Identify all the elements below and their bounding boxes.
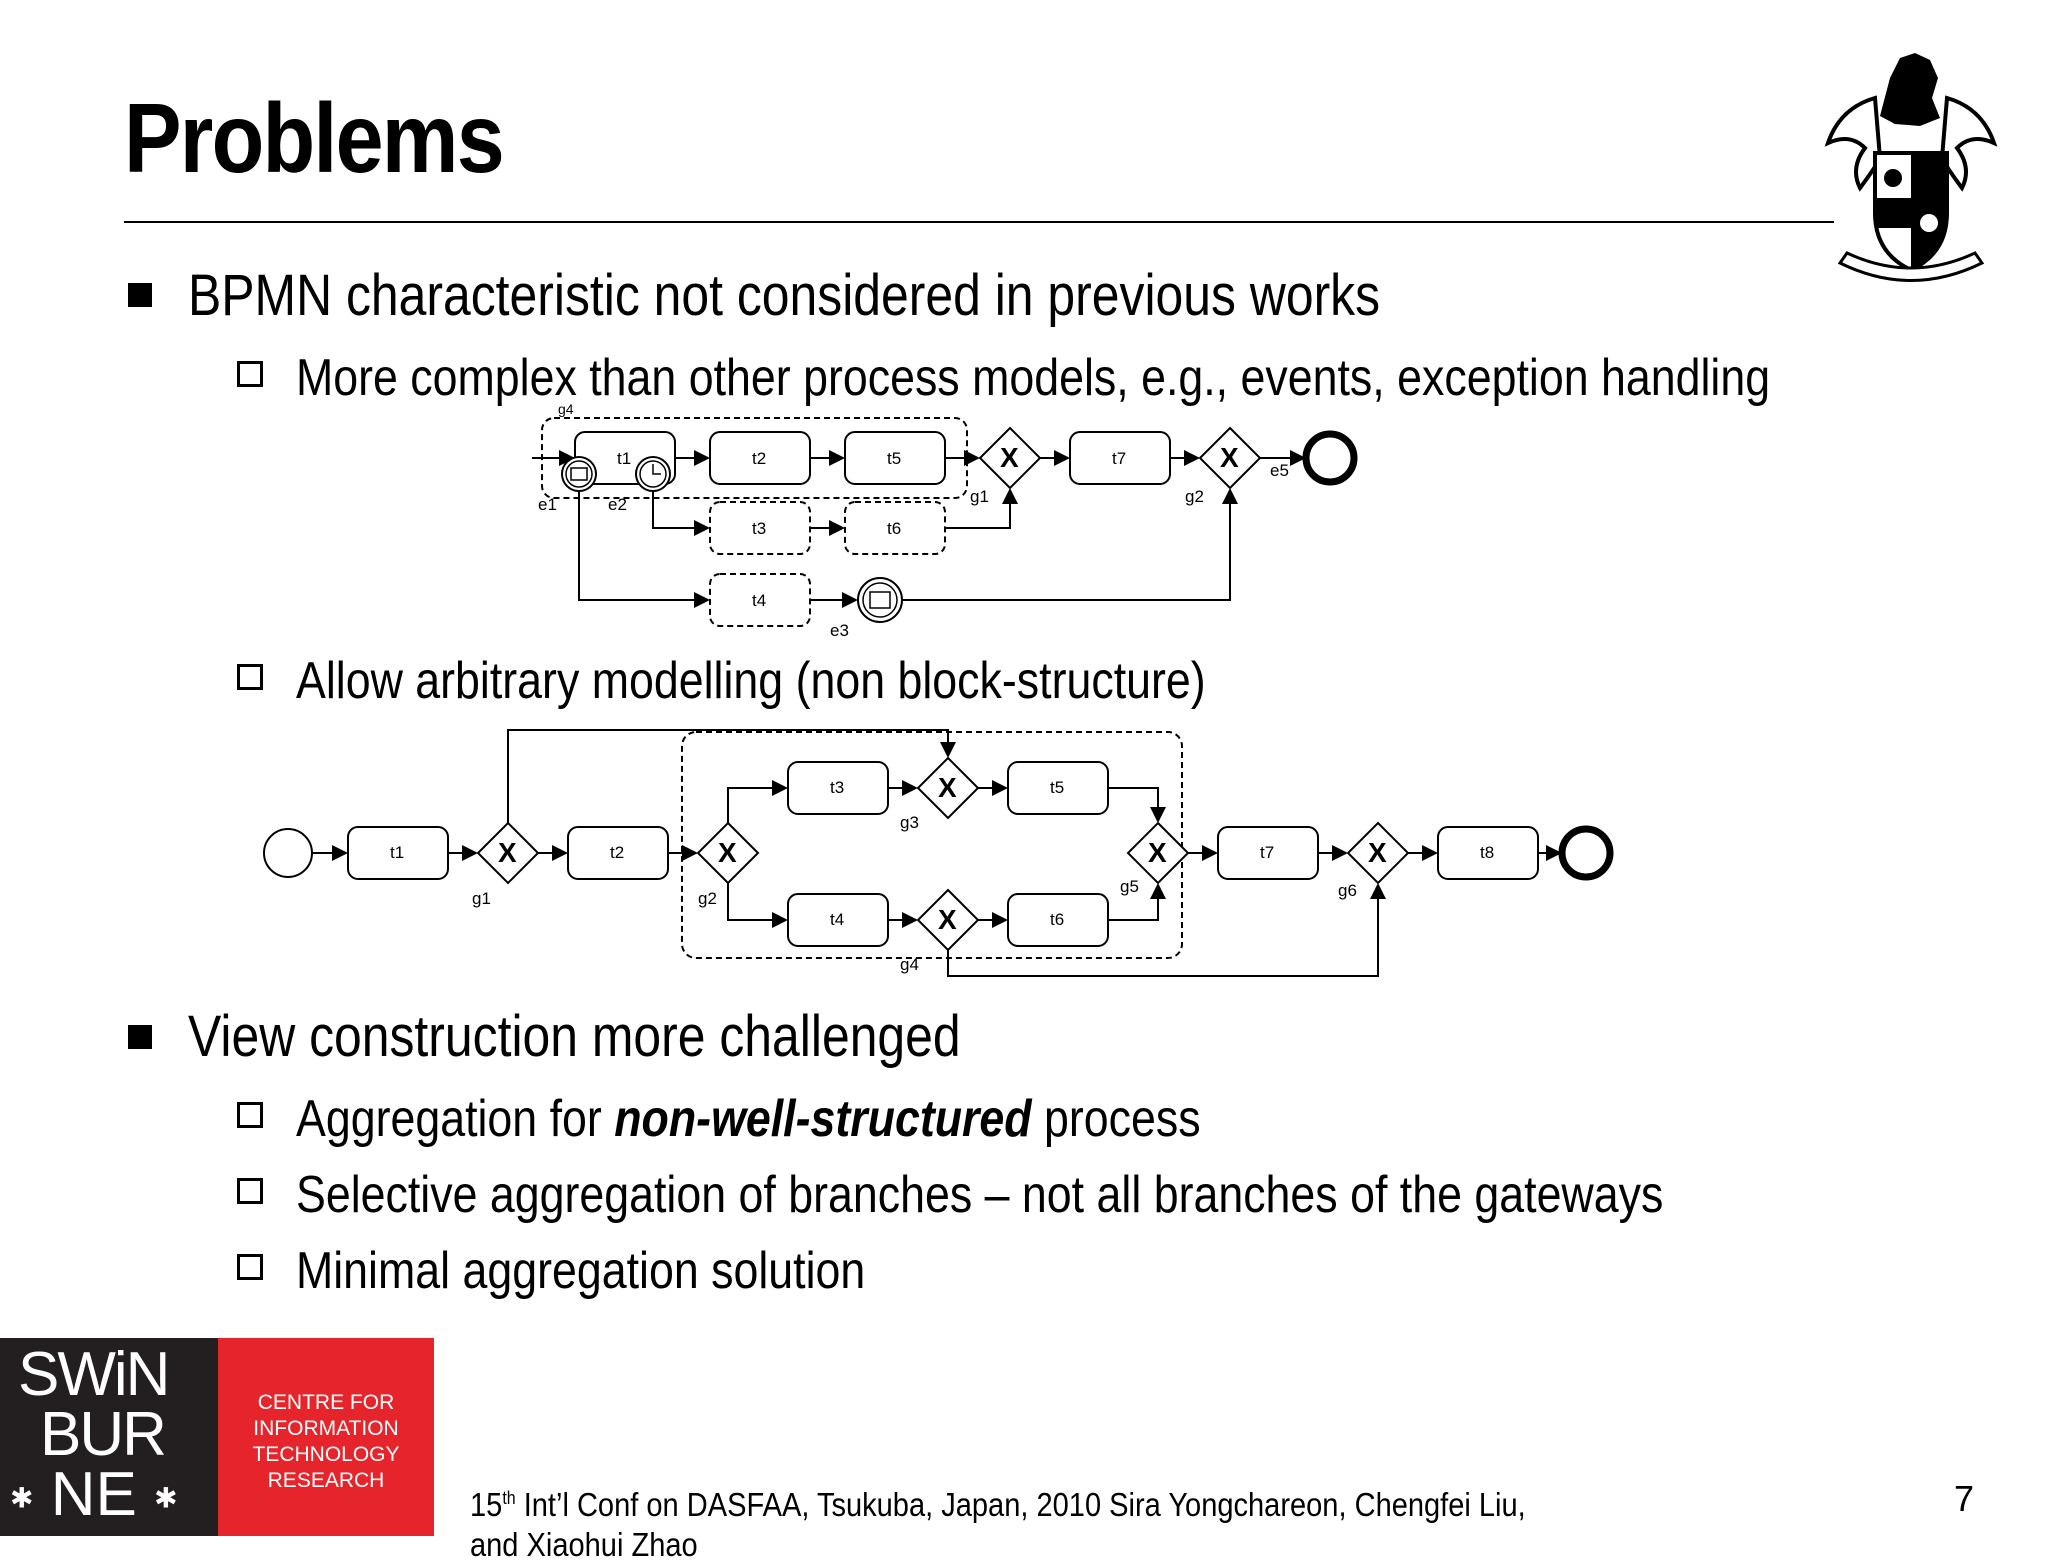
task-t4: t4 [787,893,889,947]
bullet-marker [128,283,152,307]
svg-text:t7: t7 [1260,843,1274,862]
task-t7: t7 [1069,431,1171,485]
task-t4: t4 [709,573,811,627]
svg-text:t4: t4 [830,910,844,929]
svg-text:t3: t3 [752,519,766,538]
gateway-g4: Xg4 [900,888,980,974]
gateway-g6: Xg6 [1338,821,1410,900]
svg-text:t3: t3 [830,778,844,797]
sub-bullet-marker [237,361,263,387]
task-t8: t8 [1437,826,1539,880]
svg-text:X: X [718,837,737,868]
svg-text:e1: e1 [538,495,557,514]
svg-text:X: X [938,904,957,935]
svg-text:t1: t1 [390,843,404,862]
event-e1: e1 [538,456,597,514]
task-t6: t6 [844,501,946,555]
svg-text:g3: g3 [900,813,919,832]
sub-bullet-marker [237,1254,263,1280]
sub-bullet-marker [237,1178,263,1204]
gateway-g1: Xg1 [472,821,540,908]
svg-text:g1: g1 [970,487,989,506]
sub-bullet-2-1-text: Aggregation for non-well-structured proc… [296,1090,1201,1148]
gateway-g5: Xg5 [1120,821,1190,896]
task-t7: t7 [1217,826,1319,880]
svg-text:e3: e3 [830,621,849,640]
svg-text:e2: e2 [608,495,627,514]
slide-title: Problems [124,83,505,193]
svg-text:g2: g2 [698,889,717,908]
region-group [681,731,1183,959]
svg-text:t6: t6 [887,519,901,538]
gateway-g3: Xg3 [900,756,980,832]
task-t3: t3 [787,761,889,815]
svg-text:X: X [1148,837,1167,868]
title-divider [124,221,1834,223]
page-number: 7 [1954,1478,1975,1519]
end-event [1558,825,1614,881]
sub-bullet-2-2-text: Selective aggregation of branches – not … [296,1166,1664,1224]
swinburne-logo: SWiN BUR ✱ NE ✱ [0,1338,218,1536]
start-event [263,828,313,878]
bpmn-diagram-events: g4 t1 t2 t5 t3 t6 t4 t7 Xg1 Xg2 e1 e2 e3… [532,402,1358,640]
task-t1: t1 [347,826,449,880]
event-e3: e3 [830,577,903,640]
group-label: g4 [558,402,574,417]
task-t2: t2 [709,431,811,485]
svg-text:t1: t1 [617,449,631,468]
task-t2: t2 [567,826,669,880]
event-e2: e2 [608,456,671,514]
svg-text:t6: t6 [1050,910,1064,929]
task-t5: t5 [844,431,946,485]
svg-text:t5: t5 [1050,778,1064,797]
svg-text:X: X [1220,442,1239,473]
gateway-g2: Xg2 [1185,426,1262,506]
bpmn-diagram-unstructured: t1 t2 t3 t5 t4 t6 t7 t8 Xg1 Xg2 Xg3 Xg4 … [263,729,1614,977]
university-crest-logo [1824,53,1998,282]
task-t3: t3 [709,501,811,555]
sub-bullet-marker [237,1102,263,1128]
svg-text:X: X [1368,837,1387,868]
svg-text:g1: g1 [472,889,491,908]
task-t5: t5 [1007,761,1109,815]
svg-text:g4: g4 [900,955,919,974]
svg-text:X: X [1000,442,1019,473]
sub-bullet-1-2-text: Allow arbitrary modelling (non block-str… [296,652,1206,710]
svg-text:t4: t4 [752,591,766,610]
svg-text:X: X [498,837,517,868]
gateway-g2: Xg2 [696,821,760,908]
svg-text:t7: t7 [1112,449,1126,468]
svg-text:t8: t8 [1480,843,1494,862]
svg-text:e5: e5 [1270,461,1289,480]
svg-text:t5: t5 [887,449,901,468]
centre-logo: CENTRE FOR INFORMATION TECHNOLOGY RESEAR… [218,1338,434,1536]
event-e5: e5 [1270,430,1358,486]
svg-text:t2: t2 [752,449,766,468]
sub-bullet-marker [237,664,263,690]
svg-text:t2: t2 [610,843,624,862]
emphasis-text: non-well-structured [614,1090,1032,1148]
bullet-marker [128,1025,152,1049]
footer-citation: 15th Int’l Conf on DASFAA, Tsukuba, Japa… [470,1486,1526,1563]
svg-text:g2: g2 [1185,487,1204,506]
bullet-2-text: View construction more challenged [188,1004,961,1069]
svg-text:X: X [938,772,957,803]
gateway-g1: Xg1 [970,426,1042,506]
sub-bullet-2-3-text: Minimal aggregation solution [296,1242,866,1300]
sub-bullet-1-1-text: More complex than other process models, … [296,349,1771,407]
svg-text:g6: g6 [1338,881,1357,900]
task-t6: t6 [1007,893,1109,947]
svg-text:g5: g5 [1120,877,1139,896]
bullet-1-text: BPMN characteristic not considered in pr… [188,263,1381,328]
